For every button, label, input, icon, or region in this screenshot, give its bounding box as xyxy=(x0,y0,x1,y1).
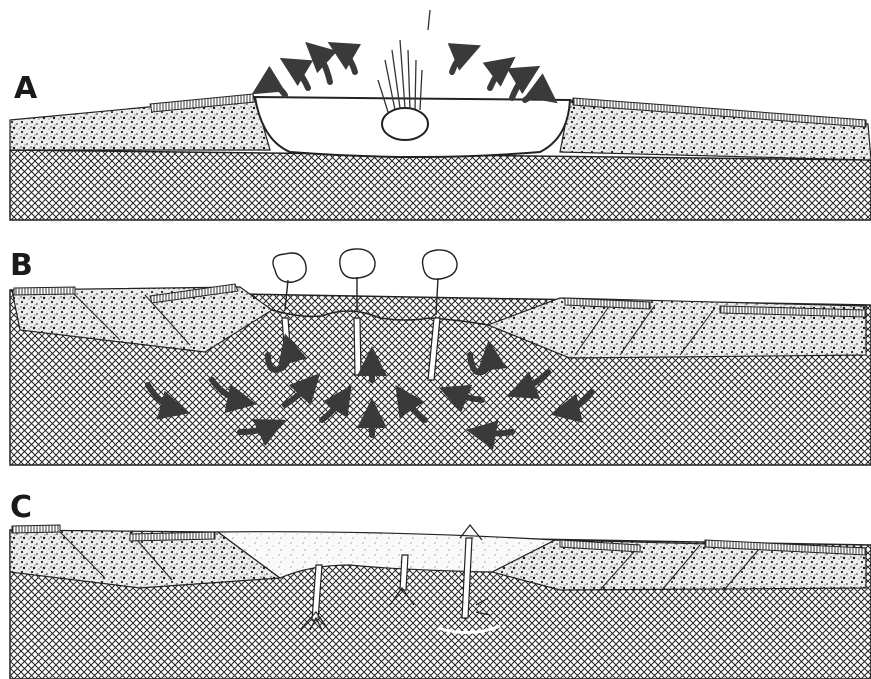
ejecta-arrows xyxy=(262,48,548,100)
panel-b: B xyxy=(10,248,871,465)
crust-layer xyxy=(12,525,60,533)
meteorite-icon xyxy=(378,10,430,140)
panel-label-c: C xyxy=(10,490,32,525)
basement-rock xyxy=(10,150,871,220)
curved-arrow-icon xyxy=(512,72,530,98)
panel-label-a: A xyxy=(14,71,38,106)
panel-a: A xyxy=(10,10,871,220)
panel-label-b: B xyxy=(10,248,33,283)
curved-arrow-icon xyxy=(338,48,355,72)
sediment-layer xyxy=(10,97,270,150)
panel-c: C xyxy=(10,490,871,679)
curved-arrow-icon xyxy=(262,85,285,95)
curved-arrow-icon xyxy=(314,50,330,82)
crust-layer xyxy=(14,287,75,295)
curved-arrow-icon xyxy=(290,64,308,88)
curved-arrow-icon xyxy=(452,50,470,72)
flow-arrow-icon xyxy=(478,432,512,434)
curved-arrow-icon xyxy=(490,64,506,88)
crust-layer xyxy=(130,532,215,541)
